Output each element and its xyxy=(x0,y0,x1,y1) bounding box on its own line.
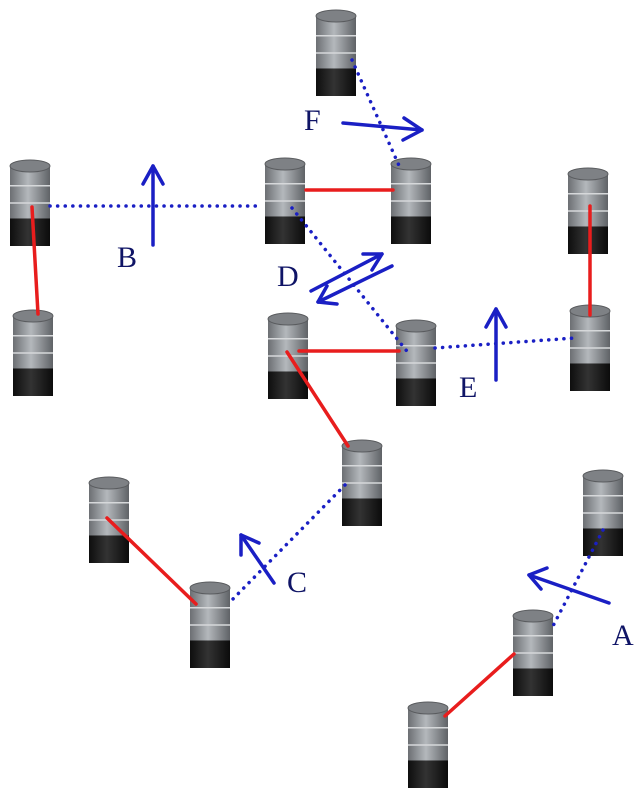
arrow-f xyxy=(341,116,424,142)
drum xyxy=(390,157,432,244)
label-d: D xyxy=(277,260,299,293)
arrow-d-up xyxy=(309,252,384,293)
drum xyxy=(567,167,609,254)
drum xyxy=(12,309,54,396)
arrow-b xyxy=(141,164,165,247)
dotted-link xyxy=(228,483,347,604)
drum xyxy=(569,304,611,391)
solid-links xyxy=(30,188,592,718)
drum xyxy=(582,469,624,556)
solid-link xyxy=(105,516,198,606)
arrow-d-down xyxy=(316,264,394,306)
arrow-a xyxy=(527,566,611,605)
label-e: E xyxy=(459,371,477,404)
labels: A B C D E F xyxy=(117,104,634,652)
drum xyxy=(512,609,554,696)
drum xyxy=(407,701,449,788)
drum xyxy=(88,476,130,563)
label-c: C xyxy=(287,566,307,599)
dotted-link xyxy=(551,528,605,628)
label-f: F xyxy=(304,104,321,137)
drum xyxy=(315,9,357,96)
drum xyxy=(189,581,231,668)
arrows xyxy=(141,116,611,605)
dotted-link xyxy=(433,336,577,350)
dotted-link xyxy=(350,58,403,172)
drum xyxy=(9,159,51,246)
drum xyxy=(395,319,437,406)
solid-link xyxy=(285,350,350,448)
drum xyxy=(264,157,306,244)
dotted-link xyxy=(290,206,412,357)
solid-link xyxy=(443,652,516,718)
arrow-e xyxy=(484,307,508,382)
drum-group xyxy=(9,9,624,788)
arrow-c xyxy=(239,533,276,585)
solid-link xyxy=(30,205,40,316)
drum xyxy=(341,439,383,526)
label-a: A xyxy=(612,619,634,652)
dotted-links xyxy=(48,58,605,628)
label-b: B xyxy=(117,241,137,274)
